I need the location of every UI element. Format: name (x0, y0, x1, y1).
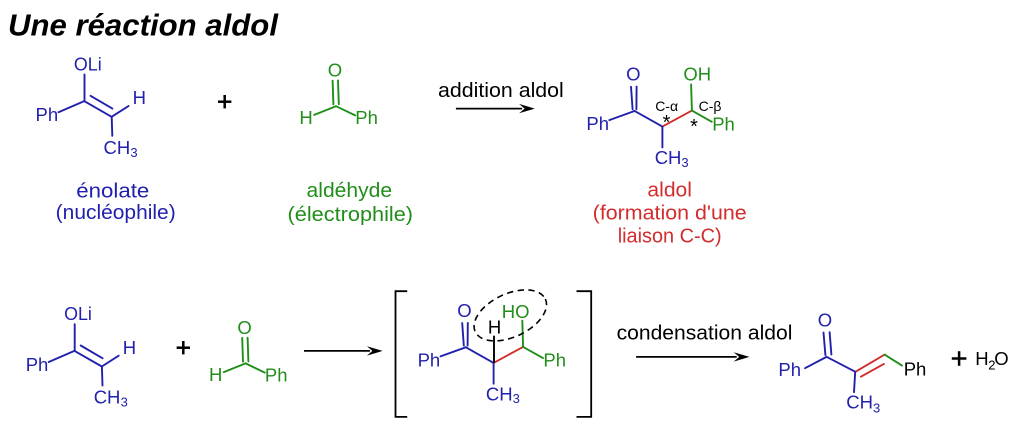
svg-text:2: 2 (988, 357, 995, 372)
svg-text:H: H (975, 348, 988, 369)
svg-text:3: 3 (681, 155, 688, 170)
svg-text:Ph: Ph (778, 359, 801, 380)
svg-text:Une réaction aldol: Une réaction aldol (8, 8, 279, 43)
svg-text:*: * (690, 116, 698, 138)
svg-text:aldol: aldol (647, 179, 692, 202)
svg-text:Ph: Ph (36, 104, 59, 125)
svg-text:C-α: C-α (655, 98, 678, 114)
svg-text:3: 3 (873, 401, 880, 416)
svg-text:O: O (818, 309, 832, 330)
svg-text:O: O (626, 64, 640, 85)
svg-text:Ph: Ph (712, 113, 735, 134)
svg-text:OH: OH (683, 63, 711, 84)
svg-text:Ph: Ph (355, 107, 378, 128)
svg-text:(nucléophile): (nucléophile) (56, 201, 176, 224)
svg-text:O: O (994, 348, 1008, 369)
svg-text:CH: CH (846, 391, 873, 412)
svg-text:3: 3 (130, 145, 137, 160)
svg-text:O: O (328, 60, 342, 81)
svg-text:Ph: Ph (586, 113, 609, 134)
svg-text:Ph: Ph (904, 359, 927, 380)
svg-text:énolate: énolate (76, 179, 149, 202)
svg-text:(formation d'une: (formation d'une (593, 201, 747, 224)
svg-text:*: * (663, 112, 671, 134)
svg-text:OLi: OLi (74, 53, 102, 74)
svg-text:H: H (488, 317, 501, 338)
svg-text:aldéhyde: aldéhyde (307, 179, 393, 202)
svg-text:CH: CH (655, 147, 682, 168)
svg-text:addition aldol: addition aldol (438, 79, 564, 102)
svg-text:(électrophile): (électrophile) (288, 203, 414, 226)
svg-text:C-β: C-β (699, 98, 722, 114)
svg-text:HO: HO (502, 301, 530, 322)
svg-text:condensation aldol: condensation aldol (617, 321, 793, 344)
svg-text:H: H (299, 107, 312, 128)
svg-text:H: H (133, 87, 146, 108)
svg-text:CH: CH (104, 137, 131, 158)
svg-text:liaison C-C): liaison C-C) (618, 224, 722, 247)
